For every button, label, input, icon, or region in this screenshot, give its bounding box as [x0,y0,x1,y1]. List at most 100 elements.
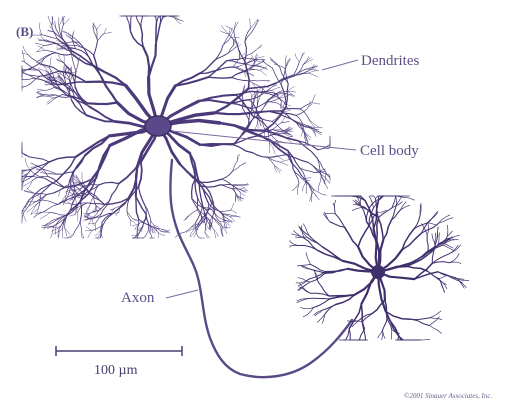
dendrite-branch [240,192,241,200]
dendrite-branch [39,167,47,177]
dendrite-branch [262,59,273,68]
dendrite-branch [449,262,461,263]
dendrite-branch [27,180,33,189]
dendrite-branch [378,217,384,240]
dendrite-branch [58,55,63,62]
dendrite-branch [72,52,73,60]
dendrite-branch [64,63,71,71]
dendrite-branch [235,67,246,72]
dendrite-branch [269,157,280,162]
dendrite-branch [364,330,366,340]
dendrite-branch [131,32,144,47]
dendrite-branch [281,84,286,107]
dendrite-branch [80,202,81,221]
dendrite-branch [233,185,242,186]
dendrite-branch [220,67,235,69]
dendrite-branch [382,319,387,331]
dendrite-branch [23,209,26,221]
dendrite-branch [48,99,54,104]
dendrite-branch [36,195,47,205]
dendrite-branch [22,151,29,157]
dendrite-branch [407,255,427,266]
dendrite-branch [235,64,246,67]
dendrite-branch [397,196,415,200]
dendrite-branch [261,136,287,155]
dendrite-branch [89,223,96,224]
dendrite-branch [255,122,258,130]
dendrite-branch [228,45,233,53]
dendrite-branch [45,50,56,52]
dendrite-branch [99,182,119,185]
dendrite-branch [24,62,39,71]
dendrite-branch [297,264,310,266]
dendrite-branch [383,220,391,240]
dendrite-branch [22,211,25,224]
dendrite-branch [72,59,76,70]
dendrite-branch [49,157,75,162]
dendrite-branch [221,210,231,212]
dendrite-branch [63,18,69,24]
dendrite-branch [80,221,82,233]
dendrite-branch [240,163,246,166]
dendrite-branch [31,163,39,167]
dendrite-branch [438,272,453,279]
dendrite-branch [260,70,267,75]
dendrite-branch [377,218,379,242]
axon-label: Axon [121,290,155,306]
dendrite-branch [273,68,281,84]
dendrite-branch [240,192,245,196]
dendrite-branch [229,103,251,108]
dendrite-branch [32,162,50,169]
dendrite-branch [309,73,318,77]
dendrite-branch [321,177,328,189]
dendrite-branch [290,246,298,248]
panel-label: (B) [16,24,33,39]
target-neuron-soma [371,265,385,279]
dendrite-branch [137,219,139,234]
dendrite-branch [51,226,54,238]
dendrite-branch [127,19,130,32]
dendrite-branch [258,122,259,129]
dendrite-branch [379,208,393,218]
dendrite-branch [92,219,95,226]
dendrite-branch [282,122,289,123]
dendrite-branch [303,56,309,64]
dendrite-branch [255,46,262,51]
dendrite-branch [127,200,129,212]
dendrite-branch [131,220,136,224]
dendrite-branch [232,78,250,81]
dendrite-branch [245,61,249,88]
dendrite-branch [280,162,288,165]
dendrite-branch [104,28,107,33]
dendrite-branch [44,205,57,212]
dendrite-branch [201,182,212,198]
dendrite-branch [205,233,210,239]
dendrite-branch [50,213,66,216]
dendrite-branch [27,188,34,193]
dendrite-branch [312,95,316,103]
dendrite-branch [310,121,319,127]
dendrite-branch [39,212,50,213]
dendrite-branch [29,157,49,162]
dendrite-branch [357,330,364,340]
copyright-credit: ©2001 Sinauer Associates, Inc. [404,392,492,400]
cell-body-leader [172,131,356,150]
dendrite-branch [26,76,39,86]
dendrite-branch [249,19,251,28]
dendrite-branch [141,16,143,28]
dendrite-branch [44,87,54,90]
dendrite-branch [35,43,44,45]
dendrite-branch [370,196,375,199]
dendrite-branch [125,16,128,19]
dendrite-branch [262,100,270,111]
dendrite-branch [56,29,62,39]
dendrite-branch [228,48,235,53]
dendrite-branch [314,299,330,308]
dendrite-branch [199,100,230,103]
dendrite-branch [267,102,278,103]
dendrite-branch [272,88,280,91]
dendrite-branch [84,185,99,187]
dendrite-branch [325,213,335,214]
dendrite-branch [208,77,231,78]
dendrite-branch [296,115,303,127]
